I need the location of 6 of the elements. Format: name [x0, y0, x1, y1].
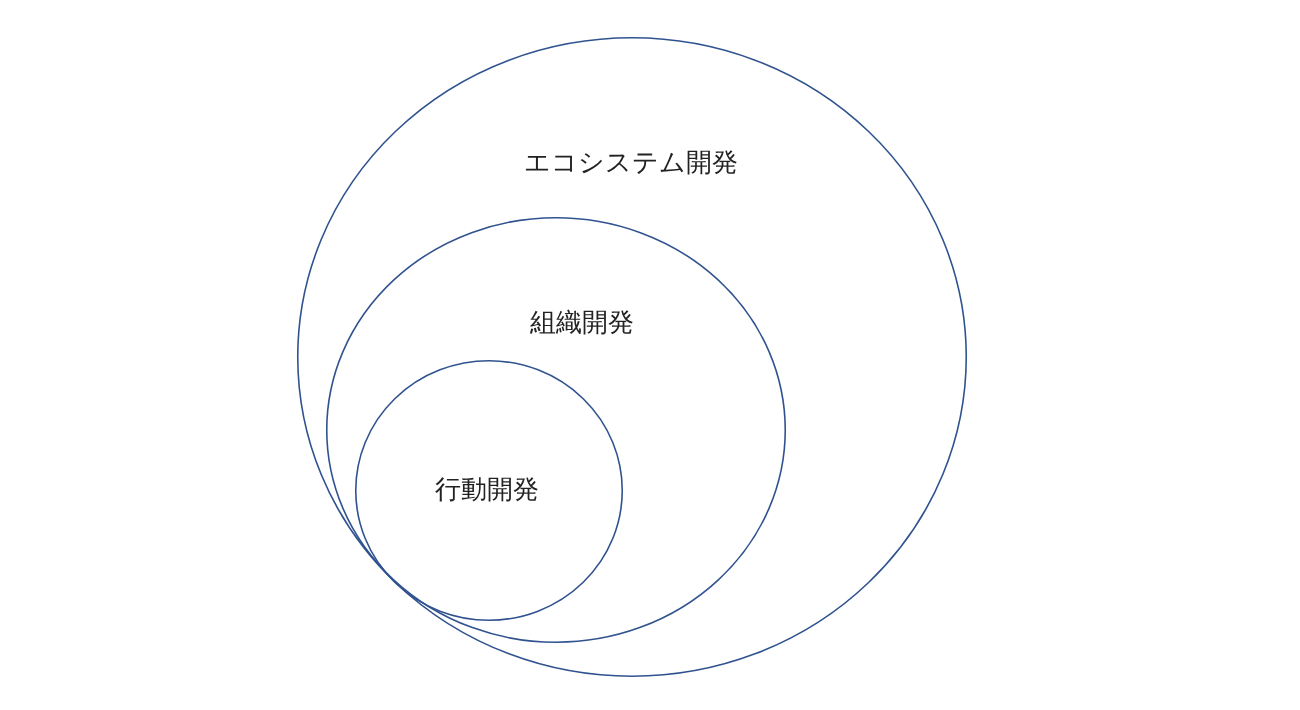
circle-label: エコシステム開発 [524, 147, 738, 179]
circle-label: 行動開発 [435, 474, 539, 506]
circle-outline [297, 37, 967, 677]
circle-label: 組織開発 [530, 307, 634, 339]
circle-outline [326, 217, 786, 643]
circle-outline [355, 360, 623, 621]
